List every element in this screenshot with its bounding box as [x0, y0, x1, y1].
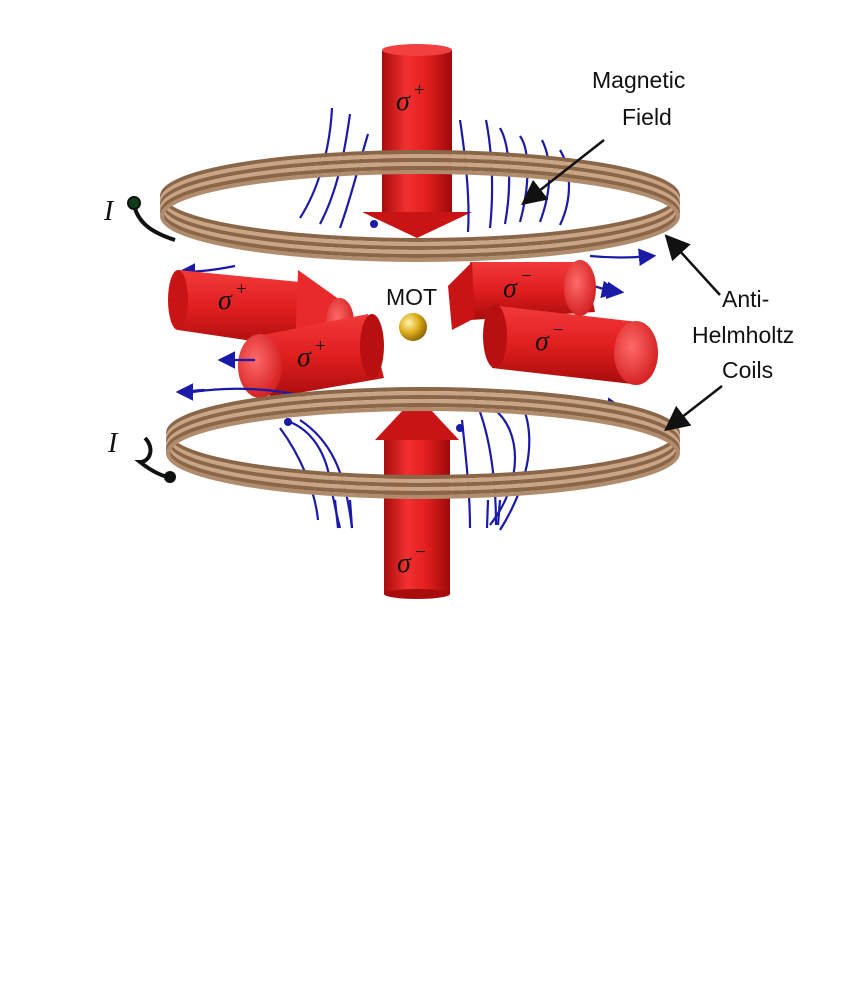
svg-text:+: + [236, 279, 247, 300]
beam-left-front [238, 314, 384, 398]
current-label-bottom: I [107, 428, 119, 459]
svg-text:σ: σ [218, 285, 233, 316]
beam-label-bottom: σ − [397, 542, 426, 579]
svg-text:σ: σ [503, 273, 518, 304]
field-line-node [370, 220, 378, 228]
current-lead-bottom [134, 436, 176, 483]
svg-text:−: − [415, 542, 426, 563]
coils-label-line1: Anti- [722, 286, 769, 312]
svg-text:−: − [553, 320, 564, 341]
svg-text:σ: σ [297, 342, 312, 373]
svg-text:σ: σ [397, 548, 412, 579]
svg-text:−: − [521, 266, 532, 287]
beam-right-front [483, 304, 658, 385]
coils-callout-arrow-bottom [664, 385, 723, 432]
beam-right-back [448, 260, 596, 330]
field-line-arrows-middle [217, 281, 625, 369]
coils-label-line2: Helmholtz [692, 322, 794, 348]
svg-text:+: + [414, 80, 425, 101]
coils-callout-arrow-top [664, 234, 721, 296]
mot-atom-cloud [399, 313, 427, 341]
beam-label-right-back: σ − [503, 266, 532, 304]
field-line-node [284, 418, 292, 426]
coil-top [160, 150, 680, 262]
beam-top-vertical [362, 44, 472, 238]
current-lead-top [127, 196, 176, 242]
beam-bottom-vertical [375, 395, 459, 599]
magnetic-field-callout-arrow [521, 139, 605, 206]
current-label-top: I [103, 196, 115, 227]
field-line-stubs-bottom [333, 499, 502, 529]
beam-label-top: σ + [396, 80, 425, 117]
magnetic-field-label-line2: Field [622, 104, 672, 130]
svg-text:σ: σ [535, 326, 550, 357]
beam-label-left-front: σ + [297, 336, 326, 373]
magnetic-field-label-line1: Magnetic [592, 67, 685, 93]
field-line-node [456, 424, 464, 432]
coils-label-line3: Coils [722, 357, 773, 383]
beam-label-left-back: σ + [218, 279, 247, 316]
mot-label: MOT [386, 284, 437, 310]
coil-bottom [166, 387, 680, 499]
beam-label-right-front: σ − [535, 320, 564, 357]
svg-text:σ: σ [396, 86, 411, 117]
svg-text:+: + [315, 336, 326, 357]
